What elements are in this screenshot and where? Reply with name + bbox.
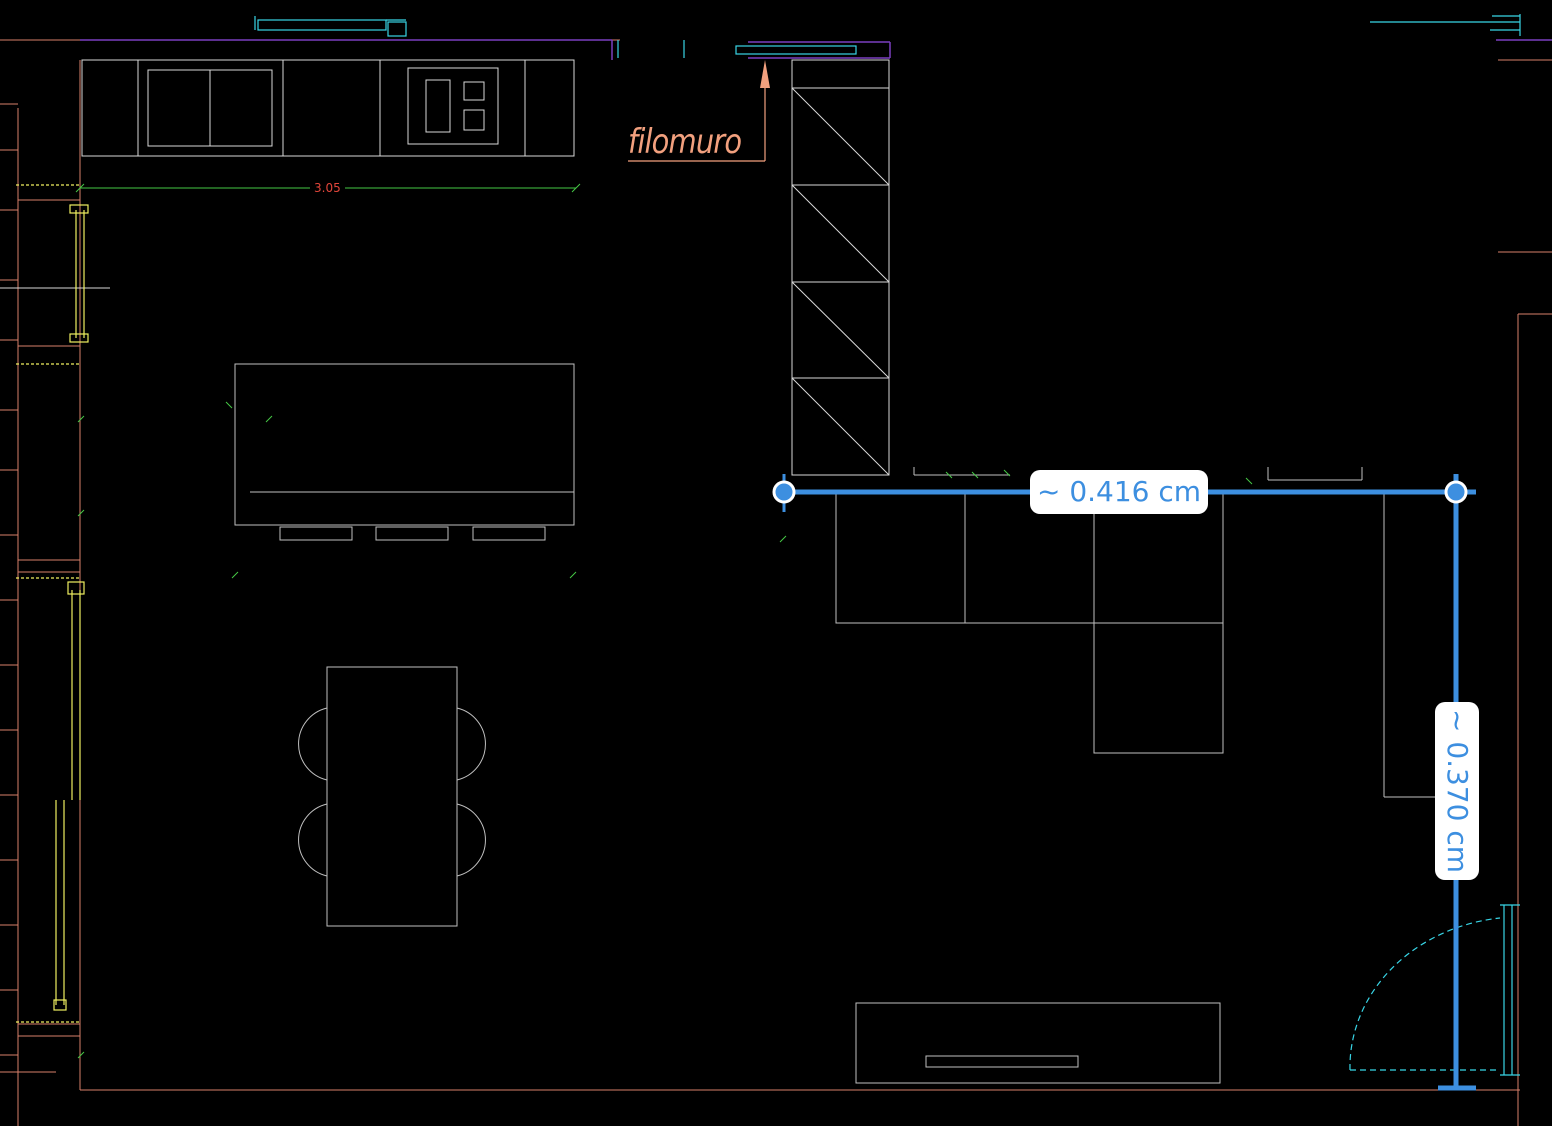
dimension-label: 3.05	[314, 181, 341, 195]
measure-corner-handle[interactable]	[1444, 480, 1468, 504]
walls	[0, 39, 1552, 1126]
vertical-measurement-value: ~ 0.370 cm	[1441, 708, 1474, 874]
windows-yellow	[16, 184, 89, 1023]
measure-start-handle[interactable]	[772, 480, 796, 504]
top-wall	[80, 39, 1552, 60]
dining-table	[298, 666, 486, 927]
horizontal-measurement-label: ~ 0.416 cm	[1030, 470, 1208, 514]
sofa	[835, 467, 1440, 798]
filomuro-leader	[628, 60, 770, 162]
horizontal-measurement-value: ~ 0.416 cm	[1036, 475, 1202, 508]
tv-unit	[855, 1002, 1221, 1084]
wall-ticks	[0, 149, 110, 1056]
dimension-3-05	[75, 183, 581, 193]
kitchen-counter	[81, 59, 575, 157]
filomuro-annotation: filomuro	[628, 122, 742, 162]
windows-cyan	[254, 14, 1521, 1076]
kitchen-island	[234, 363, 575, 541]
vertical-measurement-label: ~ 0.370 cm	[1435, 702, 1479, 880]
corner-marks	[77, 401, 1253, 1059]
tall-cabinet	[791, 59, 890, 476]
